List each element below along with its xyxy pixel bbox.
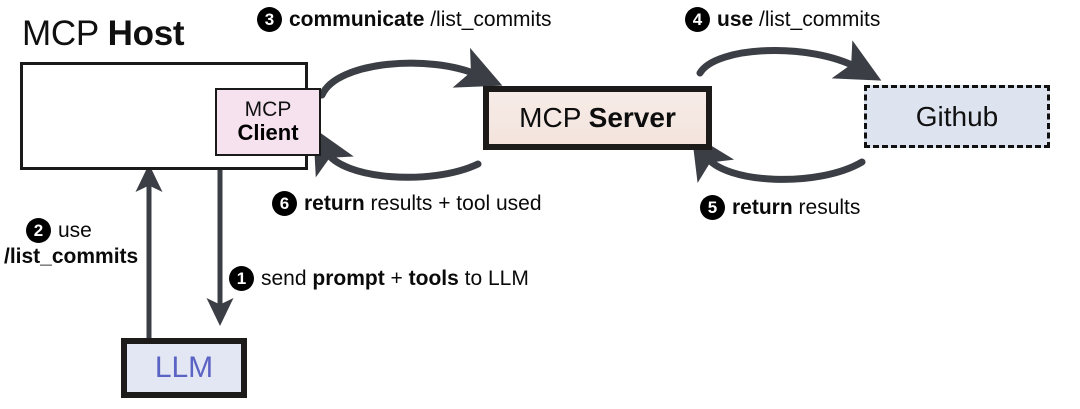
step-2-label: 2 use /list_commits (4, 218, 138, 269)
step-6-text-bold: return (304, 191, 365, 215)
step-1-label: 1 send prompt + tools to LLM (229, 266, 529, 291)
step-3-text: communicate /list_commits (289, 8, 552, 32)
step-1-text-mid: + (384, 266, 409, 290)
step-1-badge: 1 (229, 266, 254, 291)
step-6-text: return results + tool used (304, 192, 542, 216)
step-1-text-post: to LLM (458, 266, 529, 290)
step-4-text-bold: use (717, 7, 754, 31)
mcp-server-label: MCP Server (519, 102, 676, 134)
step-1-text-bold-prompt: prompt (312, 266, 385, 290)
step-4-text-rest: /list_commits (753, 7, 881, 31)
llm-label: LLM (154, 351, 214, 384)
arrow-step-5 (691, 133, 866, 184)
step-5-text-rest: results (792, 195, 861, 219)
mcp-host-title-light: MCP (22, 14, 108, 53)
step-6-label: 6 return results + tool used (272, 191, 542, 216)
arrow-step-3 (318, 47, 503, 99)
mcp-client-label-line2: Client (237, 120, 299, 146)
mcp-host-title: MCP Host (22, 14, 185, 54)
step-6-text-rest: results + tool used (364, 191, 542, 215)
step-5-badge: 5 (700, 195, 725, 220)
step-2-text-line2: /list_commits (4, 244, 139, 268)
step-3-label: 3 communicate /list_commits (257, 7, 552, 32)
step-2-badge: 2 (26, 218, 51, 244)
step-2-label-row1: 2 use (4, 218, 138, 244)
step-2-text-line1: use (58, 219, 92, 242)
mcp-server-label-light: MCP (519, 102, 589, 133)
arrow-step-4 (696, 40, 882, 81)
step-5-text-bold: return (732, 195, 793, 219)
mcp-client-label-line1: MCP (244, 97, 292, 121)
step-6-badge: 6 (272, 191, 297, 216)
mcp-server-label-bold: Server (588, 102, 676, 133)
step-1-text: send prompt + tools to LLM (261, 267, 529, 291)
arrow-step-6 (313, 127, 482, 181)
step-4-label: 4 use /list_commits (685, 7, 880, 32)
mcp-client-box: MCP Client (215, 88, 321, 156)
step-3-text-rest: /list_commits (424, 7, 552, 31)
step-5-label: 5 return results (700, 195, 860, 220)
llm-box: LLM (121, 338, 247, 398)
step-1-text-bold-tools: tools (408, 266, 459, 290)
step-4-badge: 4 (685, 7, 710, 32)
step-5-text: return results (732, 196, 860, 220)
github-box: Github (864, 85, 1050, 148)
step-4-text: use /list_commits (717, 8, 880, 32)
mcp-server-box: MCP Server (483, 86, 712, 150)
mcp-host-title-bold: Host (107, 14, 185, 53)
step-3-badge: 3 (257, 7, 282, 32)
github-label: Github (915, 100, 999, 132)
step-1-text-pre: send (261, 266, 313, 290)
step-3-text-bold: communicate (289, 7, 425, 31)
